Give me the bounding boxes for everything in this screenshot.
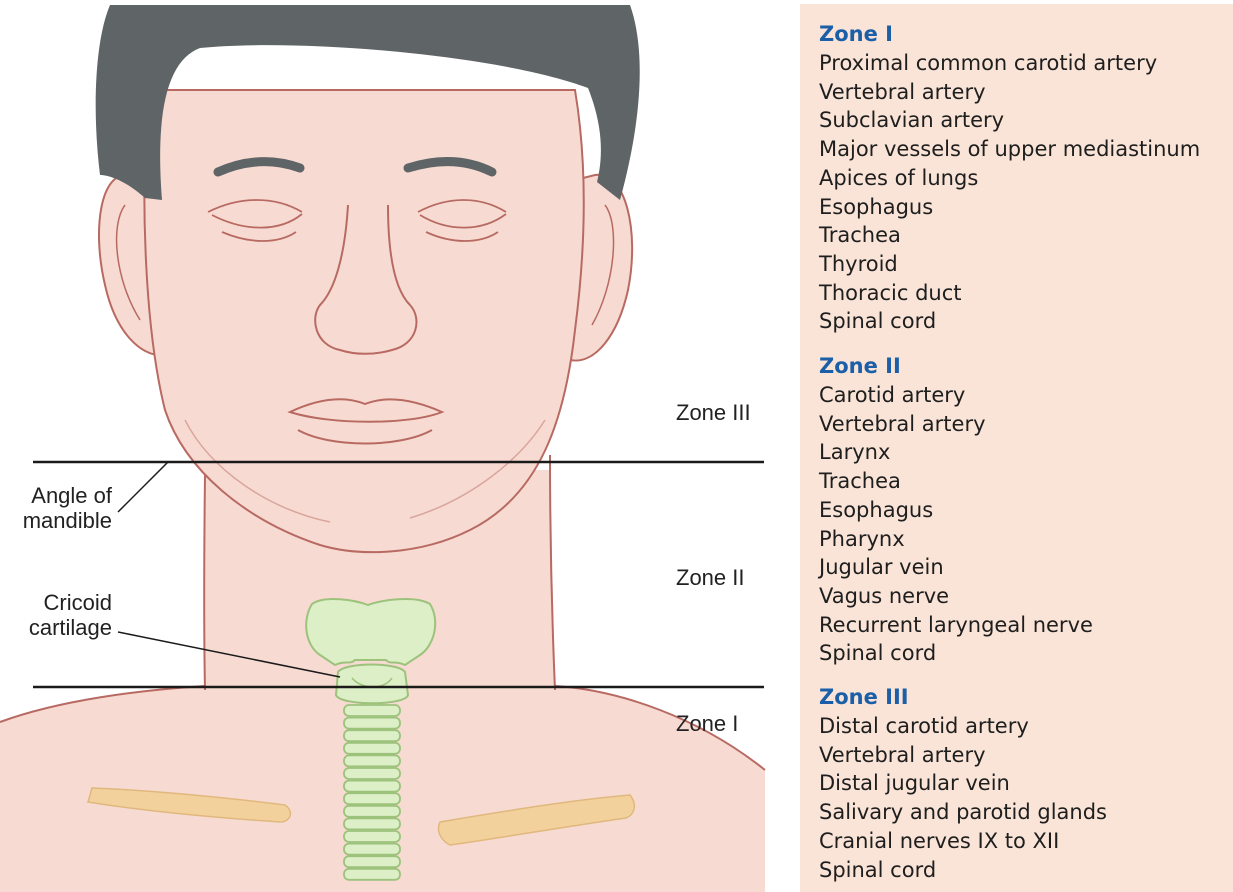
list-item: Recurrent laryngeal nerve [819,611,1093,640]
list-item: Pharynx [819,525,1093,554]
trachea-ring [344,755,400,766]
zone-iii-label: Zone III [676,400,751,426]
trachea-ring [344,818,400,829]
zone-ii-section: Zone II Carotid artery Vertebral artery … [819,352,1093,668]
list-item: Larynx [819,438,1093,467]
list-item: Trachea [819,467,1093,496]
thyroid-cartilage [306,599,435,665]
list-item: Thoracic duct [819,279,1200,308]
trachea-ring [344,730,400,741]
zone-ii-label: Zone II [676,565,744,591]
zone-structures-panel: Zone I Proximal common carotid artery Ve… [800,4,1233,892]
trachea-ring [344,768,400,779]
trachea-ring [344,705,400,716]
cricoid-label-line2: cartilage [12,615,112,640]
angle-of-mandible-label: Angle of mandible [12,483,112,533]
list-item: Apices of lungs [819,164,1200,193]
trachea-ring [344,869,400,880]
list-item: Subclavian artery [819,106,1200,135]
cricoid-cartilage-label: Cricoid cartilage [12,590,112,640]
trachea [344,705,400,880]
list-item: Spinal cord [819,639,1093,668]
trachea-ring [344,856,400,867]
list-item: Salivary and parotid glands [819,798,1107,827]
angle-label-line2: mandible [12,508,112,533]
zone-i-heading: Zone I [819,20,1200,49]
list-item: Distal carotid artery [819,712,1107,741]
neck-outline-left [204,475,205,690]
trachea-ring [344,806,400,817]
zone-i-list: Proximal common carotid artery Vertebral… [819,49,1200,336]
list-item: Spinal cord [819,856,1107,885]
zone-ii-list: Carotid artery Vertebral artery Larynx T… [819,381,1093,668]
list-item: Vagus nerve [819,582,1093,611]
zone-iii-list: Distal carotid artery Vertebral artery D… [819,712,1107,884]
list-item: Vertebral artery [819,78,1200,107]
list-item: Carotid artery [819,381,1093,410]
list-item: Trachea [819,221,1200,250]
trachea-ring [344,793,400,804]
list-item: Distal jugular vein [819,769,1107,798]
zone-i-section: Zone I Proximal common carotid artery Ve… [819,20,1200,336]
zone-i-label: Zone I [676,711,738,737]
cricoid-label-line1: Cricoid [12,590,112,615]
neck-zones-illustration [0,0,790,892]
list-item: Spinal cord [819,307,1200,336]
list-item: Major vessels of upper mediastinum [819,135,1200,164]
list-item: Cranial nerves IX to XII [819,827,1107,856]
angle-label-line1: Angle of [12,483,112,508]
trachea-ring [344,743,400,754]
list-item: Jugular vein [819,553,1093,582]
cricoid-cartilage [336,665,408,704]
list-item: Proximal common carotid artery [819,49,1200,78]
trachea-ring [344,781,400,792]
trachea-ring [344,844,400,855]
zone-ii-heading: Zone II [819,352,1093,381]
angle-of-mandible-leader [118,462,168,512]
zone-iii-heading: Zone III [819,683,1107,712]
list-item: Esophagus [819,193,1200,222]
trachea-ring [344,718,400,729]
list-item: Vertebral artery [819,741,1107,770]
list-item: Vertebral artery [819,410,1093,439]
zone-iii-section: Zone III Distal carotid artery Vertebral… [819,683,1107,884]
list-item: Esophagus [819,496,1093,525]
list-item: Thyroid [819,250,1200,279]
trachea-ring [344,831,400,842]
